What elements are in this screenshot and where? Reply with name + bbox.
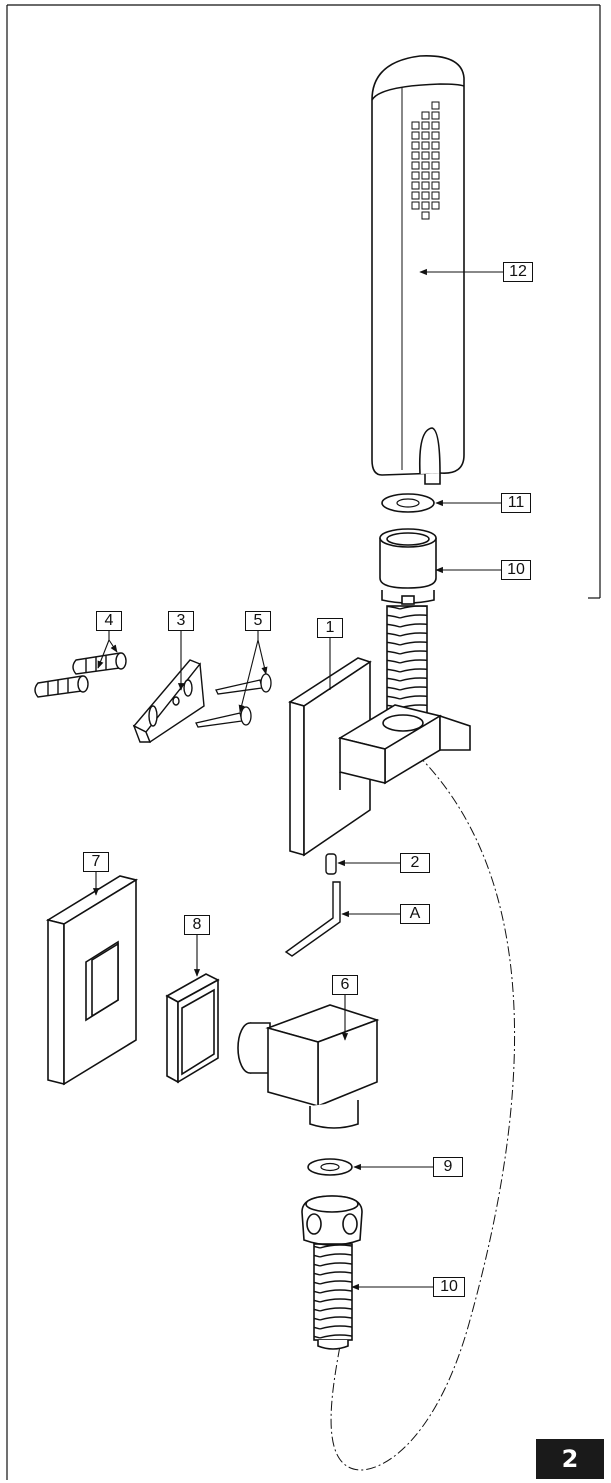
hose-lower (313, 1243, 353, 1350)
callout-2: 2 (400, 853, 430, 873)
callout-1: 1 (317, 618, 343, 638)
callout-4: 4 (96, 611, 122, 631)
handshower (371, 55, 465, 485)
callout-9: 9 (433, 1157, 463, 1177)
callout-11: 11 (501, 493, 531, 513)
cover-plate (45, 875, 139, 1086)
callout-A: A (400, 904, 430, 924)
callout-8: 8 (184, 915, 210, 935)
callout-6: 6 (332, 975, 358, 995)
hose-nut-bottom (301, 1195, 363, 1246)
holder (288, 657, 471, 857)
page-frame (6, 4, 601, 1480)
hose-path (330, 741, 516, 1471)
callout-12: 12 (503, 262, 533, 282)
spray-nozzles (411, 101, 440, 220)
hose-nut-top (379, 528, 437, 605)
figure-number-badge: 2 (536, 1439, 604, 1479)
wall-plugs (34, 652, 127, 698)
callout-7: 7 (83, 852, 109, 872)
screws (195, 673, 272, 728)
callout-10-top: 10 (501, 560, 531, 580)
callout-3: 3 (168, 611, 194, 631)
grub-screw (325, 853, 337, 875)
leader-5 (238, 630, 268, 713)
bracket (132, 659, 205, 744)
callout-10-bottom: 10 (433, 1277, 465, 1297)
water-outlet (237, 1004, 380, 1129)
leader-4 (97, 630, 118, 669)
callout-5: 5 (245, 611, 271, 631)
seal (165, 973, 220, 1084)
allen-key (284, 881, 341, 957)
